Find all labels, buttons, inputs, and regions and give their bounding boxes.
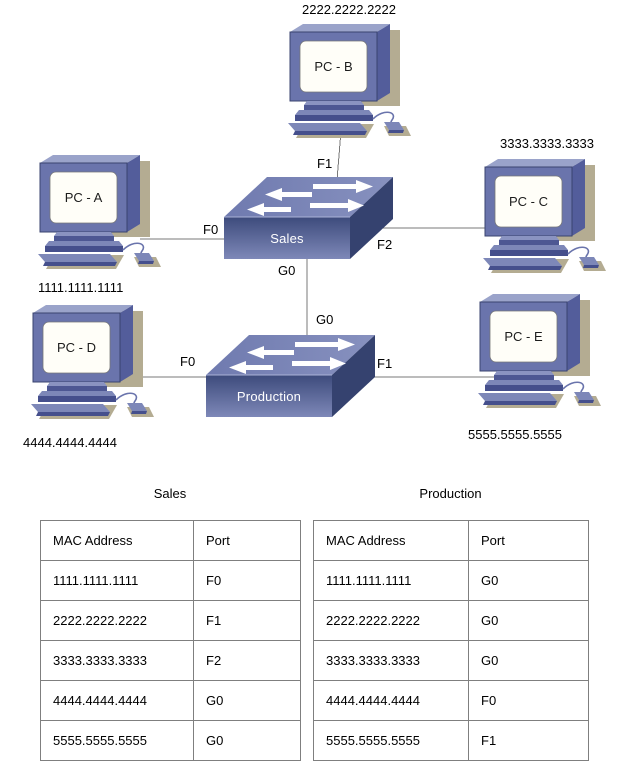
mac-address-cell: 2222.2222.2222 [40,600,194,641]
port-cell: F0 [468,680,589,721]
mac-address-cell: 5555.5555.5555 [313,720,469,761]
port-cell: F1 [468,720,589,761]
port-label-sales-f0: F0 [203,222,219,237]
table-row: 4444.4444.4444 F0 [313,680,589,721]
mac-address-cell: 4444.4444.4444 [313,680,469,721]
table-row: 3333.3333.3333 F2 [40,640,301,681]
port-label-sales-f1: F1 [317,156,333,171]
mac-address-cell: 5555.5555.5555 [40,720,194,761]
production-switch-label: Production [236,388,302,404]
port-cell: F0 [193,560,301,601]
mac-address-cell: 4444.4444.4444 [40,680,194,721]
pc-a-label: PC - A [64,190,103,205]
mac-address-cell: 2222.2222.2222 [313,600,469,641]
pc-c-mac-label: 3333.3333.3333 [500,136,594,151]
production-mac-table: MAC Address Port 1111.1111.1111 G0 2222.… [313,520,589,761]
port-label-production-f0: F0 [180,354,196,369]
table-row: 1111.1111.1111 G0 [313,560,589,601]
link-pcb-sales [336,130,342,181]
port-label-sales-g0: G0 [278,263,296,278]
table-header-row: MAC Address Port [313,520,589,561]
mac-address-header: MAC Address [313,520,469,561]
pc-d-mac-label: 4444.4444.4444 [23,435,117,450]
port-header: Port [193,520,301,561]
table-row: 3333.3333.3333 G0 [313,640,589,681]
port-cell: G0 [193,680,301,721]
mac-address-cell: 3333.3333.3333 [40,640,194,681]
sales-table-title: Sales [153,486,187,501]
port-header: Port [468,520,589,561]
table-row: 4444.4444.4444 G0 [40,680,301,721]
port-cell: F2 [193,640,301,681]
table-row: 5555.5555.5555 F1 [313,720,589,761]
topology-canvas [30,23,607,420]
port-cell: G0 [468,600,589,641]
port-label-production-f1: F1 [377,356,393,371]
table-header-row: MAC Address Port [40,520,301,561]
port-cell: G0 [193,720,301,761]
production-table-title: Production [419,486,482,501]
table-row: 2222.2222.2222 F1 [40,600,301,641]
pc-d-label: PC - D [57,340,96,355]
sales-mac-table: MAC Address Port 1111.1111.1111 F0 2222.… [40,520,301,761]
port-label-sales-f2: F2 [377,237,393,252]
table-row: 5555.5555.5555 G0 [40,720,301,761]
port-cell: G0 [468,560,589,601]
mac-address-cell: 3333.3333.3333 [313,640,469,681]
mac-address-cell: 1111.1111.1111 [313,560,469,601]
pc-e-label: PC - E [504,329,543,344]
pc-c-label: PC - C [509,194,548,209]
port-cell: G0 [468,640,589,681]
pc-b-label: PC - B [314,59,353,74]
pc-b-mac-label: 2222.2222.2222 [302,2,396,17]
pc-e-mac-label: 5555.5555.5555 [468,427,562,442]
sales-switch-label: Sales [270,230,304,246]
mac-address-cell: 1111.1111.1111 [40,560,194,601]
table-row: 1111.1111.1111 F0 [40,560,301,601]
mac-address-header: MAC Address [40,520,194,561]
table-row: 2222.2222.2222 G0 [313,600,589,641]
port-label-production-g0: G0 [316,312,334,327]
port-cell: F1 [193,600,301,641]
pc-a-mac-label: 1111.1111.1111 [38,280,124,295]
